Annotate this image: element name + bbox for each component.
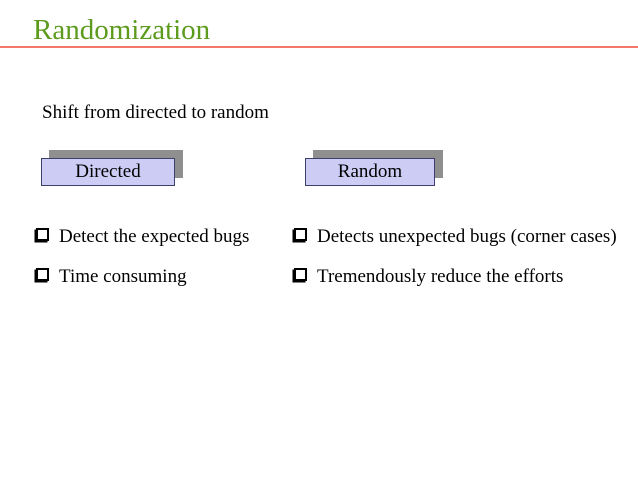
bullet-text: Time consuming xyxy=(59,266,187,287)
random-box-label: Random xyxy=(305,158,435,186)
bullet-text: Detects unexpected bugs (corner cases) xyxy=(317,226,617,247)
bullet-text: Detect the expected bugs xyxy=(59,226,250,247)
checkbox-bullet-icon xyxy=(36,268,49,281)
bullet-text: Tremendously reduce the efforts xyxy=(317,266,564,287)
directed-box: Directed xyxy=(41,150,183,186)
list-item: Time consuming xyxy=(36,262,298,292)
list-item: Detect the expected bugs xyxy=(36,222,298,252)
checkbox-bullet-icon xyxy=(294,268,307,281)
list-item: Detects unexpected bugs (corner cases) xyxy=(294,222,618,252)
slide-title: Randomization xyxy=(33,14,211,46)
directed-bullet-list: Detect the expected bugs Time consuming xyxy=(36,222,298,302)
directed-box-label: Directed xyxy=(41,158,175,186)
random-box: Random xyxy=(305,150,443,186)
title-divider-line xyxy=(0,46,638,48)
list-item: Tremendously reduce the efforts xyxy=(294,262,618,292)
random-bullet-list: Detects unexpected bugs (corner cases) T… xyxy=(294,222,618,302)
checkbox-bullet-icon xyxy=(294,228,307,241)
checkbox-bullet-icon xyxy=(36,228,49,241)
lead-text: Shift from directed to random xyxy=(42,102,269,123)
